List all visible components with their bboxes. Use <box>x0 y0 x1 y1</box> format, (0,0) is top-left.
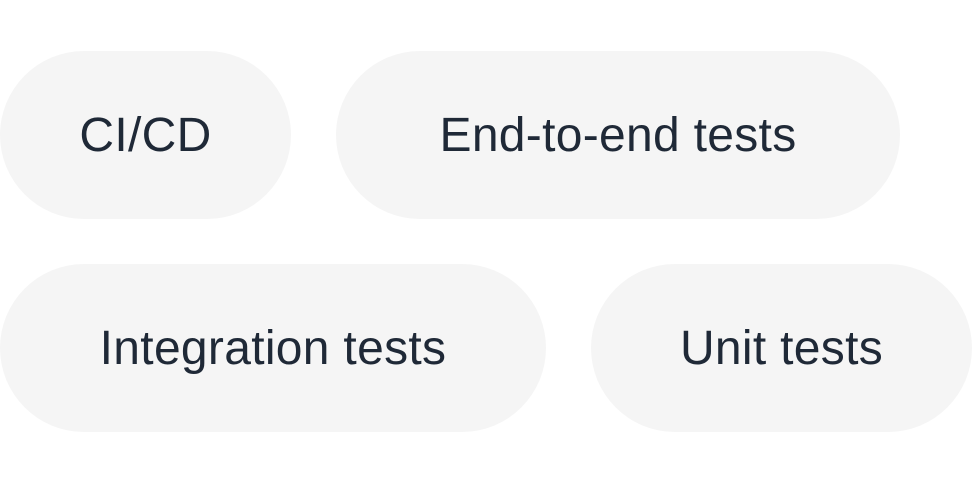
tag-label: Integration tests <box>99 321 447 375</box>
tag-chip-unit-tests[interactable]: Unit tests <box>591 264 972 432</box>
tag-label: End-to-end tests <box>439 108 797 162</box>
tag-chip-ci-cd[interactable]: CI/CD <box>0 51 291 219</box>
tag-chip-integration-tests[interactable]: Integration tests <box>0 264 546 432</box>
tag-label: CI/CD <box>79 108 212 162</box>
tag-chip-end-to-end-tests[interactable]: End-to-end tests <box>336 51 900 219</box>
tag-label: Unit tests <box>679 321 884 375</box>
